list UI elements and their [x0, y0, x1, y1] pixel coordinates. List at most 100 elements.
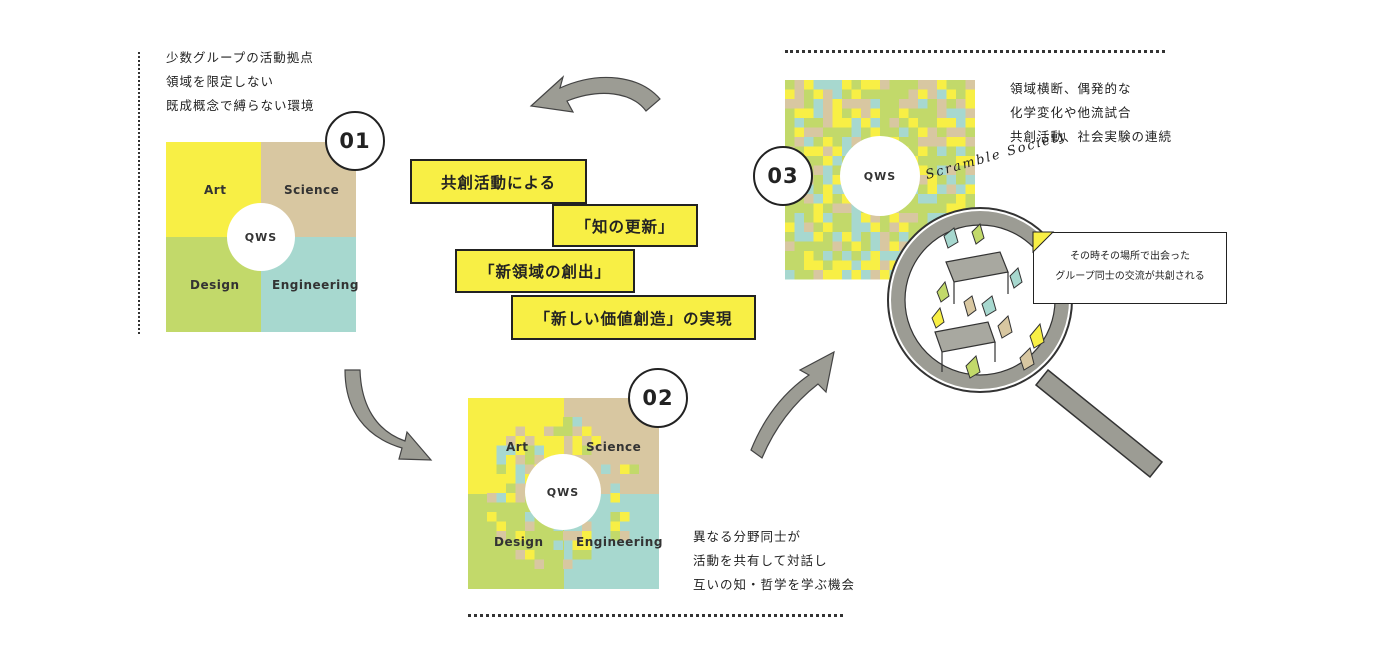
mosaic-square	[851, 222, 861, 232]
mosaic-square	[794, 80, 804, 90]
mix-square	[534, 559, 544, 569]
mosaic-square	[832, 184, 842, 194]
mosaic-square	[813, 80, 823, 90]
section1-grid: Art Science Design Engineering QWS	[166, 142, 358, 332]
mosaic-square	[861, 108, 871, 118]
section3-caption-line: 化学変化や他流試合	[1010, 105, 1132, 120]
mosaic-square	[823, 156, 833, 166]
mosaic-square	[965, 175, 975, 185]
mosaic-square	[880, 232, 890, 242]
section2-caption-line: 活動を共有して対話し	[693, 553, 828, 568]
mosaic-square	[842, 222, 852, 232]
mosaic-square	[880, 260, 890, 270]
mosaic-square	[899, 127, 909, 137]
step-number-badge: 03	[753, 146, 813, 206]
mix-square	[487, 493, 497, 503]
mosaic-square	[956, 165, 966, 175]
section1-caption-line: 既成概念で縛らない環境	[166, 98, 315, 113]
mosaic-square	[823, 165, 833, 175]
mosaic-square	[899, 213, 909, 223]
mosaic-square	[842, 137, 852, 147]
mix-square	[534, 445, 544, 455]
mosaic-square	[832, 156, 842, 166]
mix-square	[620, 464, 630, 474]
box-shinryoiki: 「新領域の創出」	[455, 249, 635, 293]
mosaic-square	[899, 222, 909, 232]
mosaic-square	[918, 118, 928, 128]
section3-mosaic: QWS	[785, 80, 975, 280]
mosaic-square	[927, 89, 937, 99]
mosaic-square	[965, 184, 975, 194]
mosaic-square	[927, 184, 937, 194]
mosaic-square	[861, 251, 871, 261]
mosaic-square	[861, 270, 871, 280]
mix-square	[610, 512, 620, 522]
table-illustration	[934, 251, 1009, 372]
mosaic-square	[889, 118, 899, 128]
mosaic-square	[842, 80, 852, 90]
mosaic-square	[937, 175, 947, 185]
mix-square	[496, 531, 506, 541]
mix-square	[620, 474, 630, 484]
mosaic-square	[870, 99, 880, 109]
mix-square	[487, 512, 497, 522]
mix-square	[525, 436, 535, 446]
mosaic-square	[851, 251, 861, 261]
mix-square	[610, 436, 620, 446]
mosaic-square	[956, 137, 966, 147]
mix-square	[525, 521, 535, 531]
mosaic-square	[851, 137, 861, 147]
mosaic-square	[861, 127, 871, 137]
mix-square	[496, 483, 506, 493]
mosaic-square	[823, 99, 833, 109]
mosaic-square	[851, 127, 861, 137]
mosaic-square	[804, 127, 814, 137]
mosaic-square	[804, 260, 814, 270]
mosaic-square	[861, 232, 871, 242]
mosaic-square	[813, 165, 823, 175]
mosaic-square	[813, 118, 823, 128]
mosaic-square	[946, 156, 956, 166]
qws-circle: QWS	[840, 136, 920, 216]
mosaic-square	[842, 241, 852, 251]
mosaic-square	[804, 222, 814, 232]
mix-square	[582, 531, 592, 541]
mosaic-square	[861, 118, 871, 128]
mosaic-square	[956, 108, 966, 118]
mosaic-square	[813, 232, 823, 242]
mosaic-square	[937, 118, 947, 128]
section3-caption-line: 領域横断、偶発的な	[1010, 81, 1132, 96]
mosaic-square	[927, 203, 937, 213]
mosaic-square	[870, 222, 880, 232]
mosaic-square	[794, 260, 804, 270]
mix-square	[534, 455, 544, 465]
mosaic-square	[889, 89, 899, 99]
mosaic-square	[861, 222, 871, 232]
mosaic-square	[861, 260, 871, 270]
mosaic-square	[785, 127, 795, 137]
mix-square	[572, 445, 582, 455]
mosaic-square	[823, 213, 833, 223]
mosaic-square	[908, 118, 918, 128]
mix-square	[515, 493, 525, 503]
mosaic-square	[956, 175, 966, 185]
quadrant-label-engineering: Engineering	[576, 535, 663, 549]
mosaic-square	[832, 270, 842, 280]
mosaic-square	[965, 118, 975, 128]
mosaic-square	[946, 127, 956, 137]
mix-square	[572, 550, 582, 560]
chairs-illustration	[931, 223, 1045, 379]
mosaic-square	[813, 99, 823, 109]
mosaic-square	[832, 203, 842, 213]
mosaic-square	[832, 108, 842, 118]
mosaic-square	[870, 108, 880, 118]
mix-square	[515, 426, 525, 436]
mosaic-square	[861, 213, 871, 223]
mosaic-square	[842, 146, 852, 156]
mosaic-square	[880, 118, 890, 128]
mix-square	[582, 521, 592, 531]
mosaic-square	[899, 241, 909, 251]
mosaic-square	[804, 80, 814, 90]
mix-square	[620, 531, 630, 541]
mosaic-square	[794, 270, 804, 280]
